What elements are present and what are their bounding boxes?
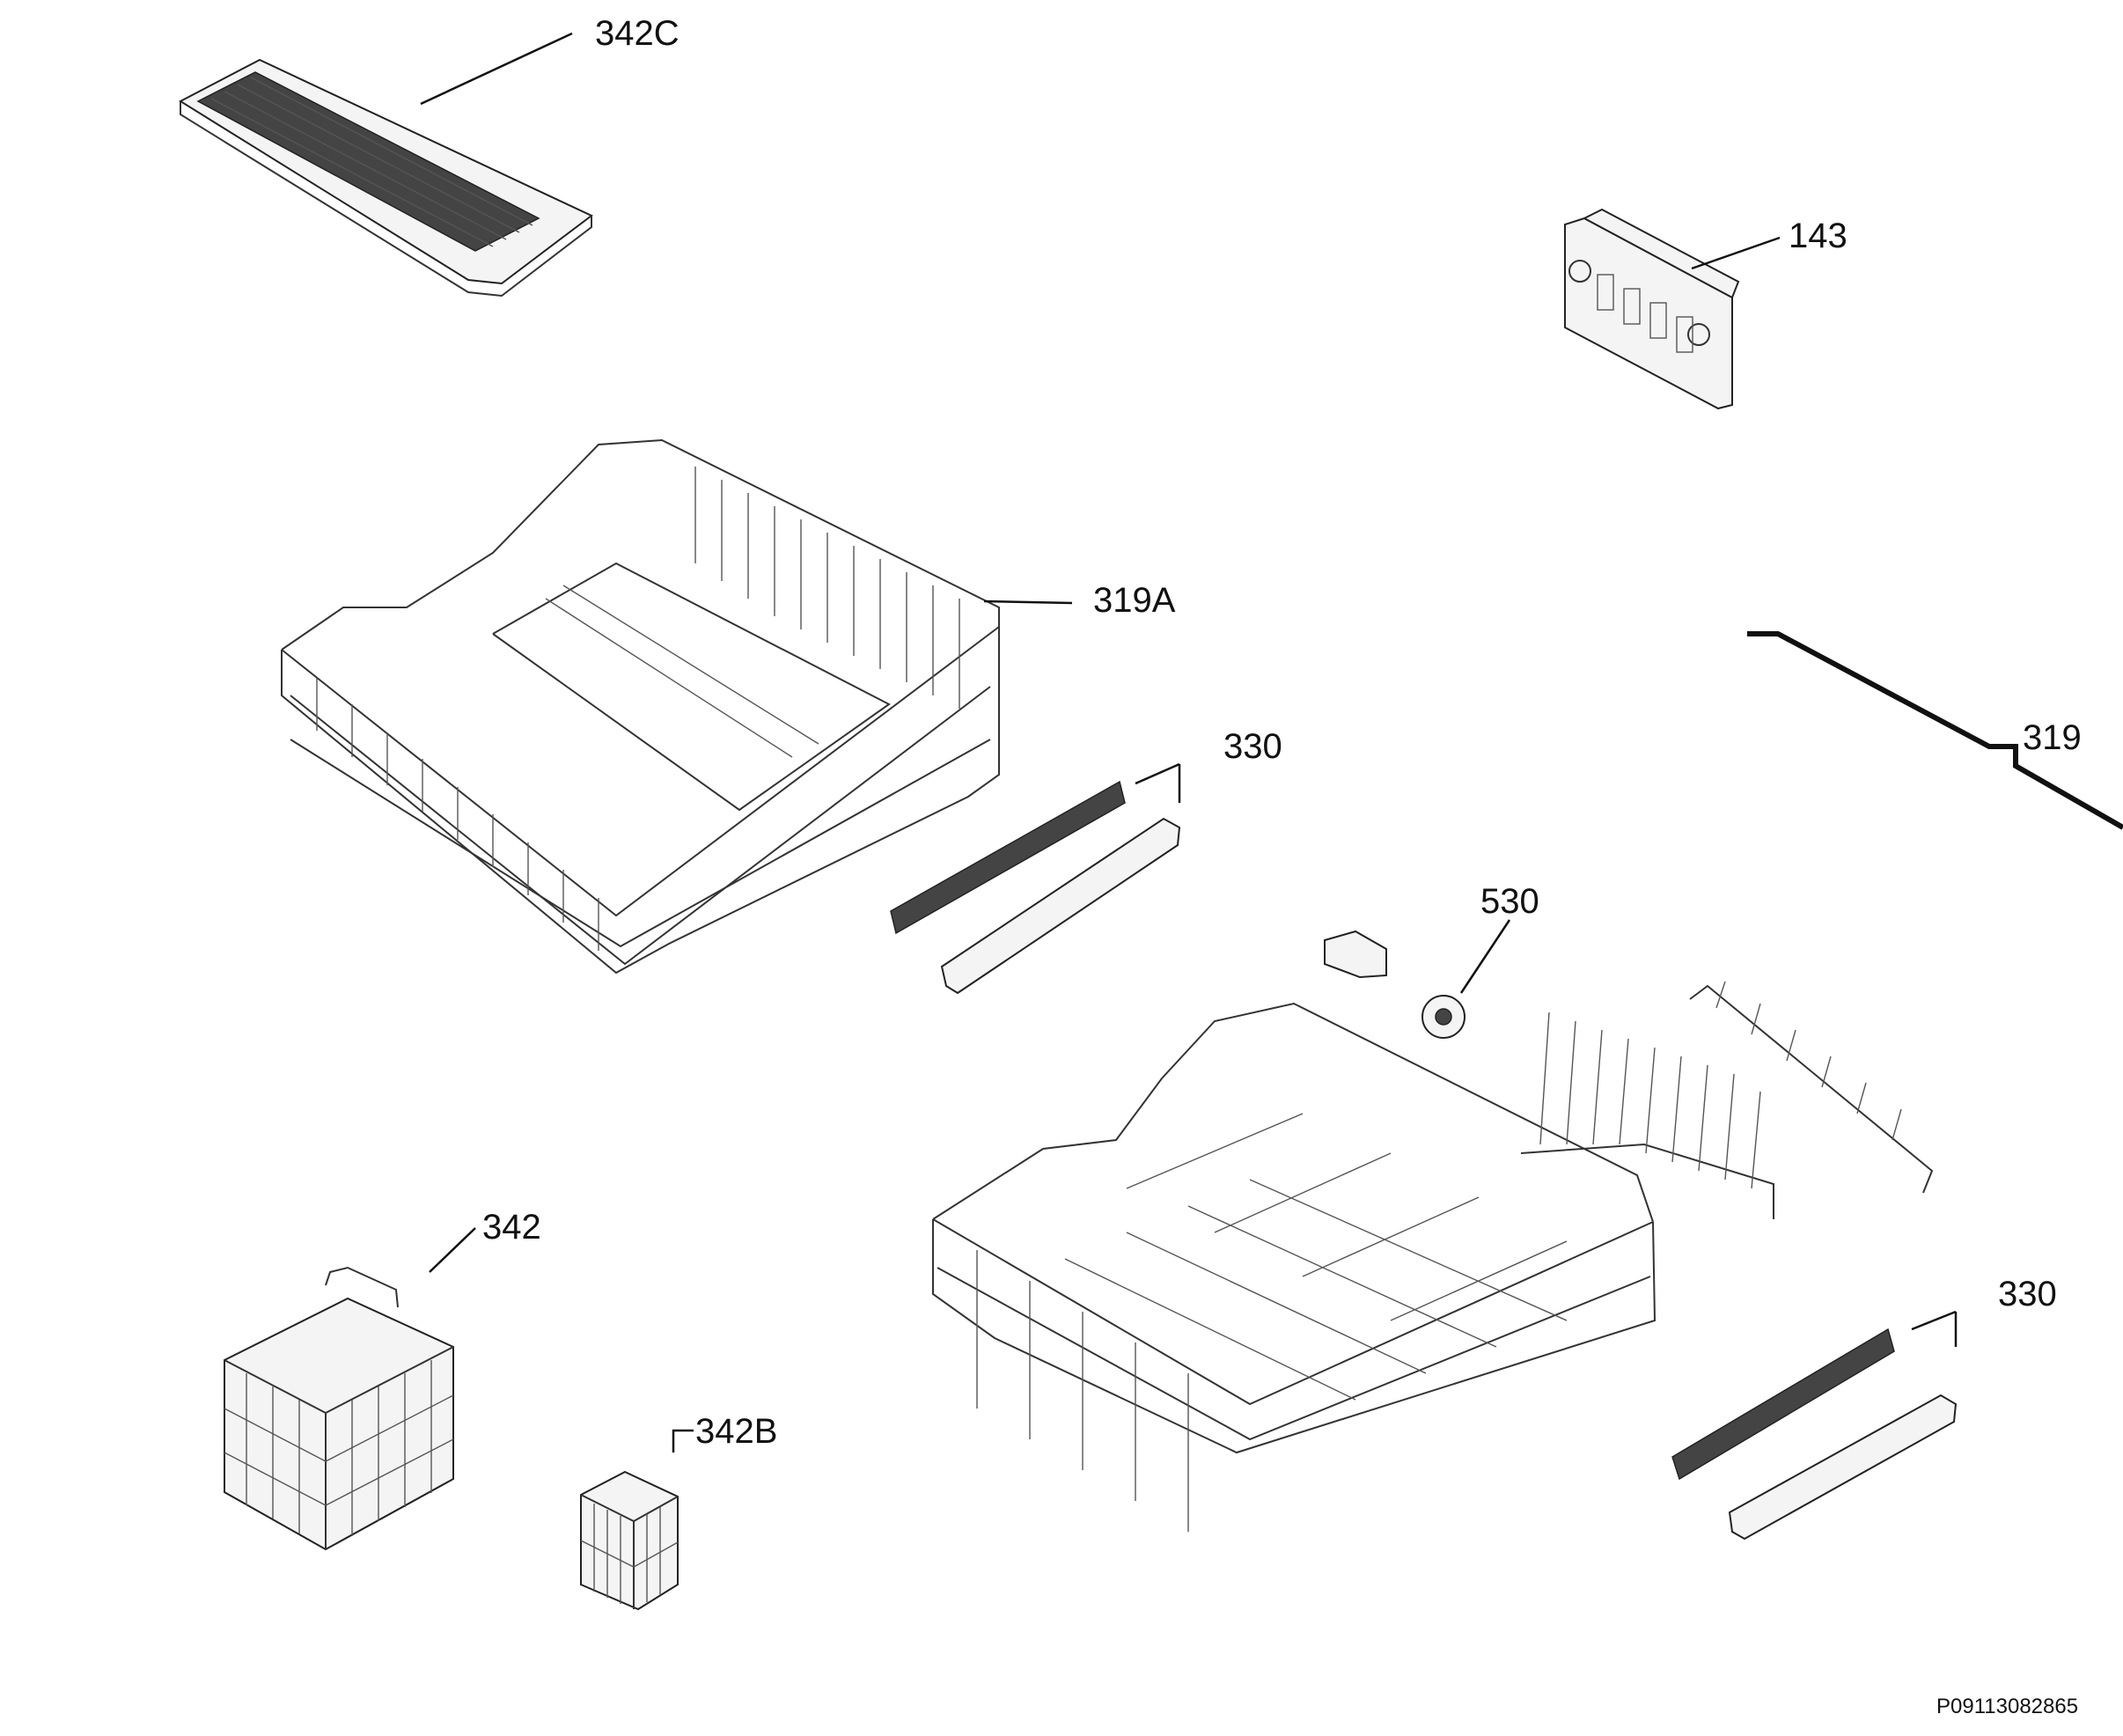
label-143: 143 bbox=[1789, 217, 1848, 255]
part-342b-small-basket bbox=[580, 1429, 694, 1611]
label-330-lower: 330 bbox=[1998, 1275, 2057, 1313]
label-330-upper: 330 bbox=[1223, 727, 1282, 766]
label-342: 342 bbox=[482, 1208, 541, 1247]
label-319: 319 bbox=[2023, 718, 2082, 757]
part-lower-basket bbox=[932, 1002, 1657, 1532]
part-330-upper-rail bbox=[890, 762, 1181, 995]
part-319a-upper-basket bbox=[281, 438, 1073, 975]
label-342c: 342C bbox=[595, 14, 680, 53]
label-342b: 342B bbox=[695, 1412, 778, 1451]
part-319-trim-strip bbox=[1747, 631, 2123, 830]
part-tine-racks bbox=[1520, 981, 1934, 1219]
part-143-rail-bracket bbox=[1564, 208, 1781, 410]
part-530-wheel bbox=[1324, 919, 1511, 1039]
part-342-cutlery-basket bbox=[224, 1227, 476, 1551]
label-530: 530 bbox=[1480, 882, 1539, 921]
label-319a: 319A bbox=[1093, 581, 1176, 620]
part-330-lower-rail bbox=[1671, 1310, 1958, 1541]
part-342c-cutlery-tray bbox=[178, 32, 593, 298]
document-code: P09113082865 bbox=[1936, 1695, 2079, 1718]
